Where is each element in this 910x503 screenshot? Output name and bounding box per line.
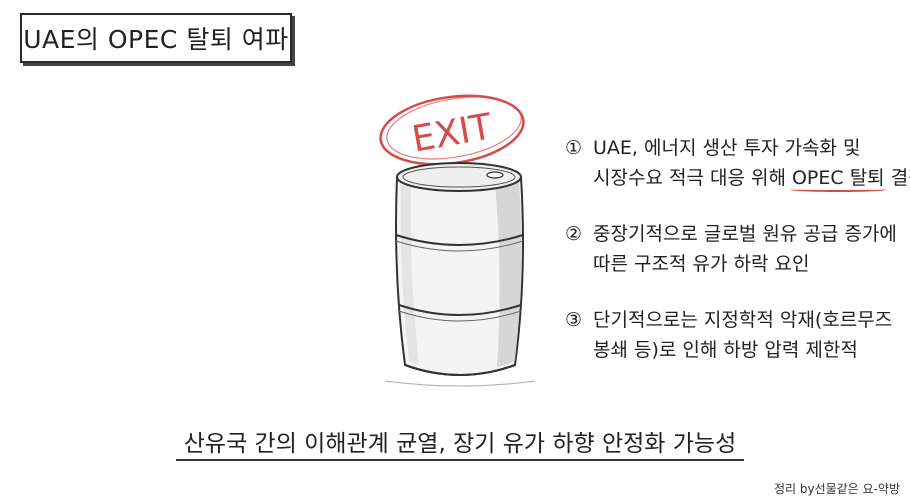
point-text: UAE, 에너지 생산 투자 가속화 및 xyxy=(593,137,861,159)
point-number: ② xyxy=(565,223,583,245)
point-text: 단기적으로는 지정학적 악재(호르무즈 xyxy=(593,309,893,331)
oil-barrel-icon: EXIT xyxy=(379,94,536,387)
conclusion-underline xyxy=(176,459,744,461)
point-text-post: 결정 xyxy=(890,167,910,189)
point-number: ③ xyxy=(565,309,583,331)
credit-text: 정리 by선물같은 요-약방 xyxy=(773,482,900,496)
list-item: ③ 단기적으로는 지정학적 악재(호르무즈 봉쇄 등)로 인해 하방 압력 제한… xyxy=(565,305,910,365)
list-item: ① UAE, 에너지 생산 투자 가속화 및 시장수요 적극 대응 위해 OPE… xyxy=(565,133,910,193)
point-text-pre: 시장수요 적극 대응 위해 xyxy=(593,167,792,189)
exit-stamp: EXIT xyxy=(409,106,496,160)
list-item: ② 중장기적으로 글로벌 원유 공급 증가에 따른 구조적 유가 하락 요인 xyxy=(565,219,910,279)
point-text: 중장기적으로 글로벌 원유 공급 증가에 xyxy=(593,223,897,245)
highlighted-text: OPEC 탈퇴 xyxy=(789,163,887,193)
point-text-2: 봉쇄 등)로 인해 하방 압력 제한적 xyxy=(593,339,858,361)
point-number: ① xyxy=(565,137,583,159)
oil-barrel-illustration: EXIT xyxy=(345,85,555,395)
key-points-list: ① UAE, 에너지 생산 투자 가속화 및 시장수요 적극 대응 위해 OPE… xyxy=(565,133,910,391)
point-text-2: 따른 구조적 유가 하락 요인 xyxy=(593,253,810,275)
page-title-text: UAE의 OPEC 탈퇴 여파 xyxy=(23,25,289,54)
point-text-2: 시장수요 적극 대응 위해 OPEC 탈퇴 결정 xyxy=(565,163,910,193)
conclusion-text: 산유국 간의 이해관계 균열, 장기 유가 하향 안정화 가능성 xyxy=(183,431,737,457)
page-title: UAE의 OPEC 탈퇴 여파 xyxy=(20,13,292,63)
